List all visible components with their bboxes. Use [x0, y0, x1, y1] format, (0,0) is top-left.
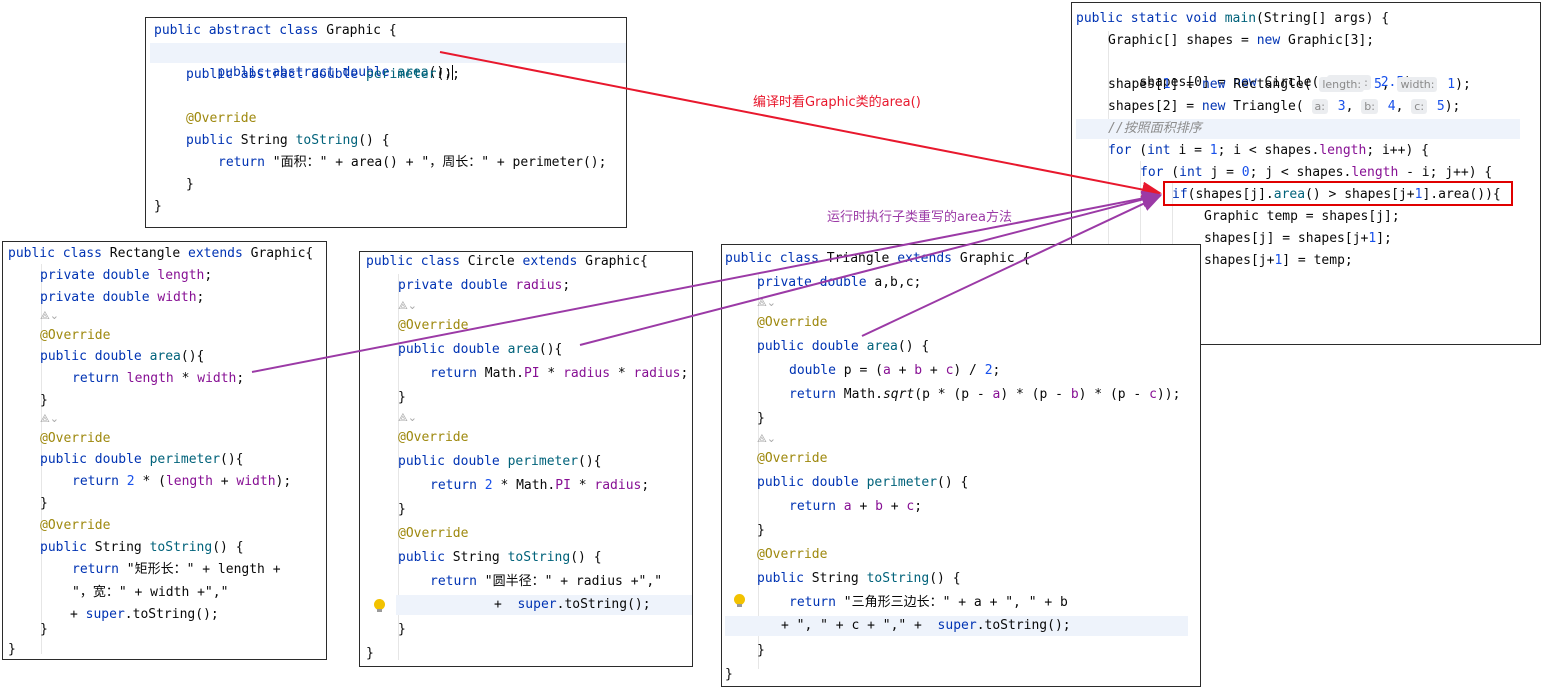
graphic-line-perimeter: public abstract double perimeter();	[186, 67, 460, 82]
if-highlight-box	[1163, 181, 1513, 206]
main-swap-2: shapes[j] = shapes[j+1];	[1204, 231, 1392, 246]
rect-override-2: @Override	[40, 431, 111, 446]
circle-tostring-close: }	[398, 622, 406, 637]
triangle-perimeter-close: }	[757, 523, 765, 538]
triangle-tostring-return: return "三角形三边长：" + a + ", " + b	[789, 595, 1068, 610]
triangle-gutter-icon-1[interactable]: ⟁⌄	[757, 296, 777, 309]
triangle-line-1: public class Triangle extends Graphic {	[725, 251, 1031, 266]
triangle-class-close: }	[725, 667, 733, 682]
circle-override-2: @Override	[398, 430, 469, 445]
triangle-gutter-icon-2[interactable]: ⟁⌄	[757, 432, 777, 445]
triangle-override-1: @Override	[757, 315, 828, 330]
rect-line-1: public class Rectangle extends Graphic{	[8, 246, 314, 261]
circle-class-close: }	[366, 646, 374, 661]
main-swap-3: shapes[j+1] = temp;	[1204, 253, 1353, 268]
main-line-4: shapes[1] = new Rectangle( length: 5, wi…	[1108, 77, 1471, 92]
rect-area-decl[interactable]: public double area(){	[40, 349, 205, 364]
rect-perimeter-return: return 2 * (length + width);	[72, 474, 292, 489]
rectangle-class-panel: public class Rectangle extends Graphic{ …	[2, 241, 327, 660]
triangle-tostring-line2: + ", " + c + "," + super.toString();	[725, 616, 1188, 636]
circle-gutter-icon-1[interactable]: ⟁⌄	[398, 299, 418, 312]
circle-line-2: private double radius;	[398, 278, 571, 293]
rect-area-close: }	[40, 393, 48, 408]
triangle-override-2: @Override	[757, 451, 828, 466]
rect-perimeter-decl: public double perimeter(){	[40, 452, 244, 467]
circle-area-close: }	[398, 390, 406, 405]
triangle-perimeter-decl: public double perimeter() {	[757, 475, 969, 490]
rect-line-3: private double width;	[40, 290, 205, 305]
graphic-override-annotation: @Override	[186, 111, 257, 126]
triangle-override-3: @Override	[757, 547, 828, 562]
graphic-line-area[interactable]: public abstract double area();	[150, 43, 626, 80]
circle-override-3: @Override	[398, 526, 469, 541]
main-inner-for: for (int j = 0; j < shapes.length - i; j…	[1140, 165, 1493, 180]
circle-tostring-return: return "圆半径：" + radius +","	[430, 574, 663, 589]
circle-tostring-line2: + super.toString();	[396, 595, 692, 615]
rect-tostring-close: }	[40, 622, 48, 637]
sort-comment: //按照面积排序	[1076, 119, 1520, 139]
rect-area-return: return length * width;	[72, 371, 245, 386]
main-outer-for: for (int i = 1; i < shapes.length; i++) …	[1108, 143, 1429, 158]
triangle-class-panel: public class Triangle extends Graphic { …	[721, 244, 1201, 687]
circle-area-return: return Math.PI * radius * radius;	[430, 366, 689, 381]
triangle-area-close: }	[757, 411, 765, 426]
main-line-5: shapes[2] = new Triangle( a: 3, b: 4, c:…	[1108, 99, 1461, 114]
main-line-1: public static void main(String[] args) {	[1076, 11, 1390, 26]
main-if-compare[interactable]: if(shapes[j].area() > shapes[j+1].area()…	[1172, 187, 1501, 202]
triangle-line-2: private double a,b,c;	[757, 275, 922, 290]
triangle-tostring-close: }	[757, 643, 765, 658]
graphic-line-tostring: public String toString() {	[186, 133, 390, 148]
circle-perimeter-close: }	[398, 502, 406, 517]
rect-line-2: private double length;	[40, 268, 213, 283]
graphic-line-return: return "面积：" + area() + "，周长：" + perimet…	[218, 155, 607, 170]
compile-time-note: 编译时看Graphic类的area()	[753, 95, 921, 110]
circle-area-decl[interactable]: public double area(){	[398, 342, 563, 357]
rect-class-close: }	[8, 642, 16, 657]
circle-gutter-icon-2[interactable]: ⟁⌄	[398, 411, 418, 424]
runtime-note: 运行时执行子类重写的area方法	[827, 210, 1012, 225]
circle-perimeter-return: return 2 * Math.PI * radius;	[430, 478, 650, 493]
graphic-line-close-method: }	[186, 177, 194, 192]
circle-class-panel: public class Circle extends Graphic{ pri…	[359, 251, 693, 667]
rect-tostring-line2: "，宽：" + width +","	[72, 585, 229, 600]
rect-override-1: @Override	[40, 328, 111, 343]
rect-tostring-decl: public String toString() {	[40, 540, 244, 555]
circle-override-1: @Override	[398, 318, 469, 333]
main-line-3: shapes[0] = new Circle( radius: 2.5);	[1108, 53, 1540, 90]
main-close-if: }	[1172, 273, 1540, 293]
rect-tostring-return: return "矩形长：" + length +	[72, 562, 281, 577]
rect-tostring-line3: + super.toString();	[70, 607, 219, 622]
triangle-area-return: return Math.sqrt(p * (p - a) * (p - b) *…	[789, 387, 1181, 402]
circle-perimeter-decl: public double perimeter(){	[398, 454, 602, 469]
rect-gutter-icon-1[interactable]: ⟁⌄	[40, 309, 60, 322]
main-line-2: Graphic[] shapes = new Graphic[3];	[1108, 33, 1375, 48]
graphic-line-1: public abstract class Graphic {	[154, 23, 397, 38]
rect-gutter-icon-2[interactable]: ⟁⌄	[40, 412, 60, 425]
graphic-class-panel: public abstract class Graphic { public a…	[145, 17, 627, 228]
main-swap-1: Graphic temp = shapes[j];	[1204, 209, 1400, 224]
triangle-tostring-decl: public String toString() {	[757, 571, 961, 586]
graphic-area-decl: public abstract double area();	[217, 65, 453, 80]
triangle-perimeter-return: return a + b + c;	[789, 499, 923, 514]
triangle-area-decl[interactable]: public double area() {	[757, 339, 930, 354]
rect-override-3: @Override	[40, 518, 111, 533]
circle-tostring-decl: public String toString() {	[398, 550, 602, 565]
rect-perimeter-close: }	[40, 496, 48, 511]
circle-line-1: public class Circle extends Graphic{	[366, 254, 648, 269]
graphic-line-close-class: }	[154, 199, 162, 214]
triangle-area-p: double p = (a + b + c) / 2;	[789, 363, 1001, 378]
lightbulb-icon[interactable]	[734, 594, 745, 607]
lightbulb-icon[interactable]	[374, 599, 385, 612]
